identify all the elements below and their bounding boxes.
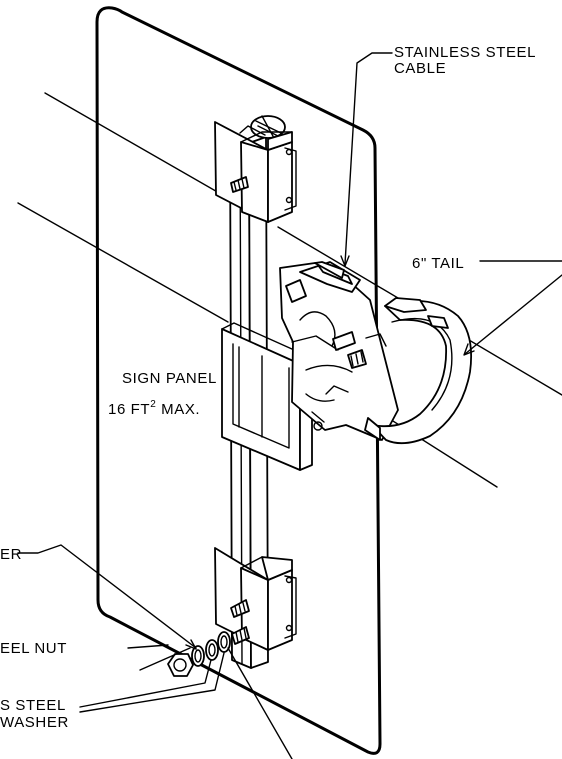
- leader-lines: [17, 52, 562, 759]
- label-washer-bottom-line2: WASHER: [0, 714, 69, 731]
- label-cable-line2: CABLE: [394, 60, 446, 77]
- lock-washer: [191, 645, 205, 667]
- leader-cable: [344, 52, 393, 265]
- top-screw: [239, 115, 286, 139]
- label-panel-line1: SIGN PANEL: [122, 370, 217, 387]
- hardware-stack: [167, 626, 250, 677]
- hex-nut: [167, 653, 194, 677]
- flat-washer: [205, 639, 219, 661]
- upper-clamp-band: [314, 261, 345, 279]
- label-nut: EEL NUT: [0, 640, 67, 657]
- cable-line-lower: [17, 202, 229, 323]
- flat-washer-2: [217, 631, 231, 653]
- leader-nut: [127, 644, 169, 649]
- label-tail: 6" TAIL: [412, 255, 464, 272]
- lower-bracket: [214, 547, 297, 651]
- leader-washer-lower: [227, 647, 293, 759]
- label-panel-line2: 16 FT2 MAX.: [108, 399, 200, 418]
- labels: STAINLESS STEEL CABLE 6" TAIL SIGN PANEL…: [0, 44, 536, 731]
- label-cable-line1: STAINLESS STEEL: [394, 44, 536, 61]
- label-washer-top: ER: [0, 546, 22, 563]
- sign-panel: [95, 6, 382, 755]
- upper-bracket: [214, 121, 297, 223]
- cable-tail: [364, 297, 473, 445]
- leader-washer-top: [17, 544, 197, 649]
- leader-nut-2: [139, 647, 191, 671]
- label-washer-bottom-line1: S STEEL: [0, 697, 66, 714]
- leader-washer-bottom: [79, 659, 212, 708]
